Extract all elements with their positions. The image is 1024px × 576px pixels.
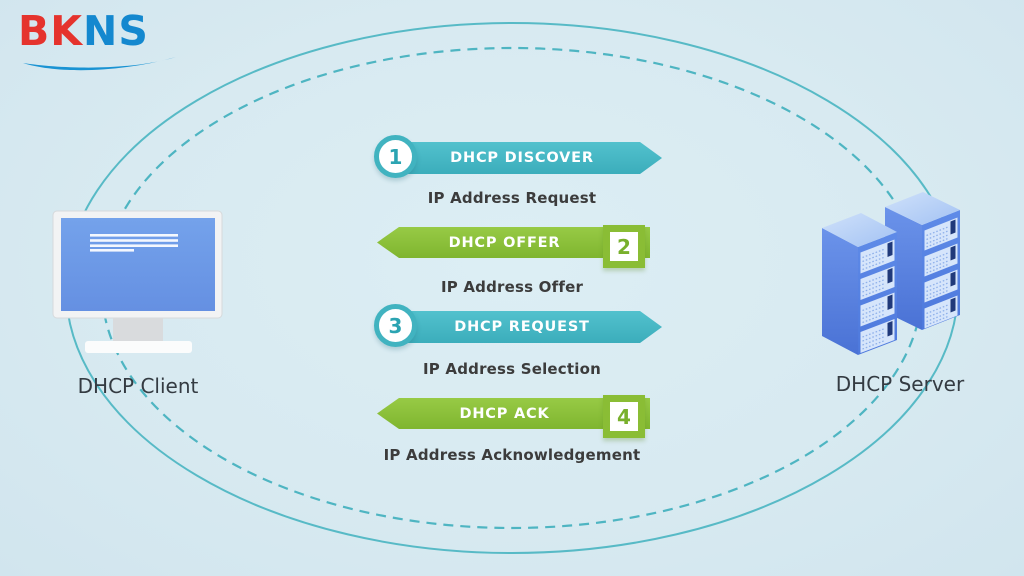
- step-1-arrow-body: DHCP DISCOVER: [400, 142, 662, 174]
- server-tower-front: [822, 213, 897, 355]
- dhcp-client-label: DHCP Client: [77, 374, 199, 398]
- step-4-ack-arrow: DHCP ACK 4: [377, 395, 657, 440]
- step-3-arrow-body: DHCP REQUEST: [400, 311, 662, 343]
- server-icon: [822, 192, 960, 355]
- step-2-caption: IP Address Offer: [440, 278, 584, 296]
- step-3-number: 3: [388, 313, 403, 338]
- step-2-number: 2: [617, 234, 631, 259]
- logo-swoosh: [23, 57, 176, 71]
- logo-text-blue: NS: [83, 7, 149, 55]
- step-3-request-arrow: DHCP REQUEST 3: [374, 304, 664, 348]
- dhcp-server-label: DHCP Server: [835, 372, 965, 396]
- step-1-caption: IP Address Request: [427, 189, 597, 207]
- step-4-number-badge: 4: [603, 395, 645, 438]
- step-1-title: DHCP DISCOVER: [450, 150, 594, 166]
- step-4-title: DHCP ACK: [459, 405, 550, 422]
- logo-text-red: BK: [18, 7, 84, 55]
- step-3-title: DHCP REQUEST: [454, 319, 590, 335]
- bkns-logo: BKNS: [18, 8, 188, 74]
- step-2-title: DHCP OFFER: [448, 234, 561, 251]
- monitor-icon: [52, 210, 223, 353]
- step-1-discover-arrow: DHCP DISCOVER 1: [374, 135, 664, 179]
- step-4-caption: IP Address Acknowledgement: [383, 446, 641, 464]
- step-1-number: 1: [388, 144, 403, 169]
- step-4-number: 4: [617, 404, 631, 429]
- step-2-offer-arrow: DHCP OFFER 2: [377, 225, 657, 270]
- step-3-caption: IP Address Selection: [422, 360, 601, 378]
- step-2-number-badge: 2: [603, 225, 645, 268]
- step-1-number-badge: 1: [374, 135, 417, 178]
- step-3-number-badge: 3: [374, 304, 417, 347]
